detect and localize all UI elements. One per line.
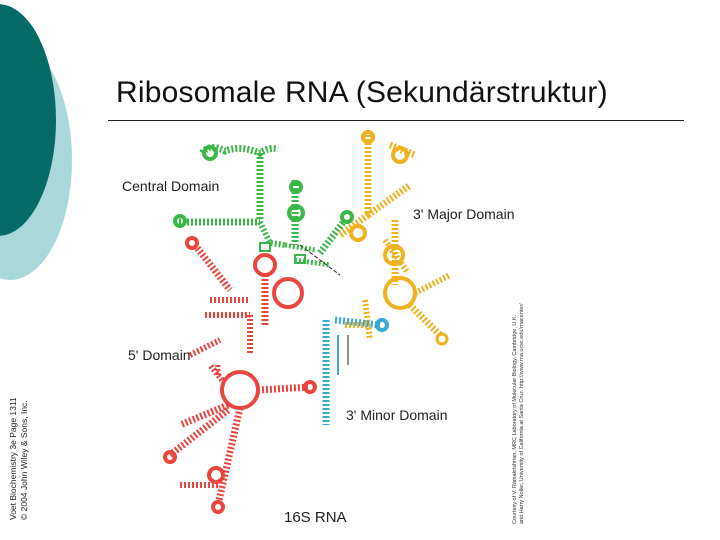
label-minor-domain: 3' Minor Domain	[346, 407, 448, 423]
rna-diagram: Central Domain 3' Major Domain 5' Domain…	[110, 125, 540, 530]
label-central-domain: Central Domain	[122, 178, 219, 194]
five-prime-domain-structure	[165, 238, 315, 512]
label-five-prime-domain: 5' Domain	[128, 347, 191, 363]
credit-left-line2: © 2004 John Wiley & Sons, Inc.	[19, 350, 30, 520]
credit-left-line1: Voet Biochemistry 3e Page 1311	[8, 350, 19, 520]
credit-right-line1: Courtesy of V. Ramakrishnan, MRC Laborat…	[512, 264, 519, 524]
diagram-caption: 16S RNA	[284, 509, 347, 526]
label-major-domain: 3' Major Domain	[413, 206, 515, 222]
major-domain-structure	[340, 132, 450, 344]
title-rule	[108, 120, 684, 121]
credit-right-line2: and Harry Noller, University of Californ…	[519, 264, 526, 524]
credit-left: Voet Biochemistry 3e Page 1311 © 2004 Jo…	[8, 350, 30, 520]
credit-right: Courtesy of V. Ramakrishnan, MRC Laborat…	[512, 264, 526, 524]
slide-title: Ribosomale RNA (Sekundärstruktur)	[116, 76, 608, 110]
